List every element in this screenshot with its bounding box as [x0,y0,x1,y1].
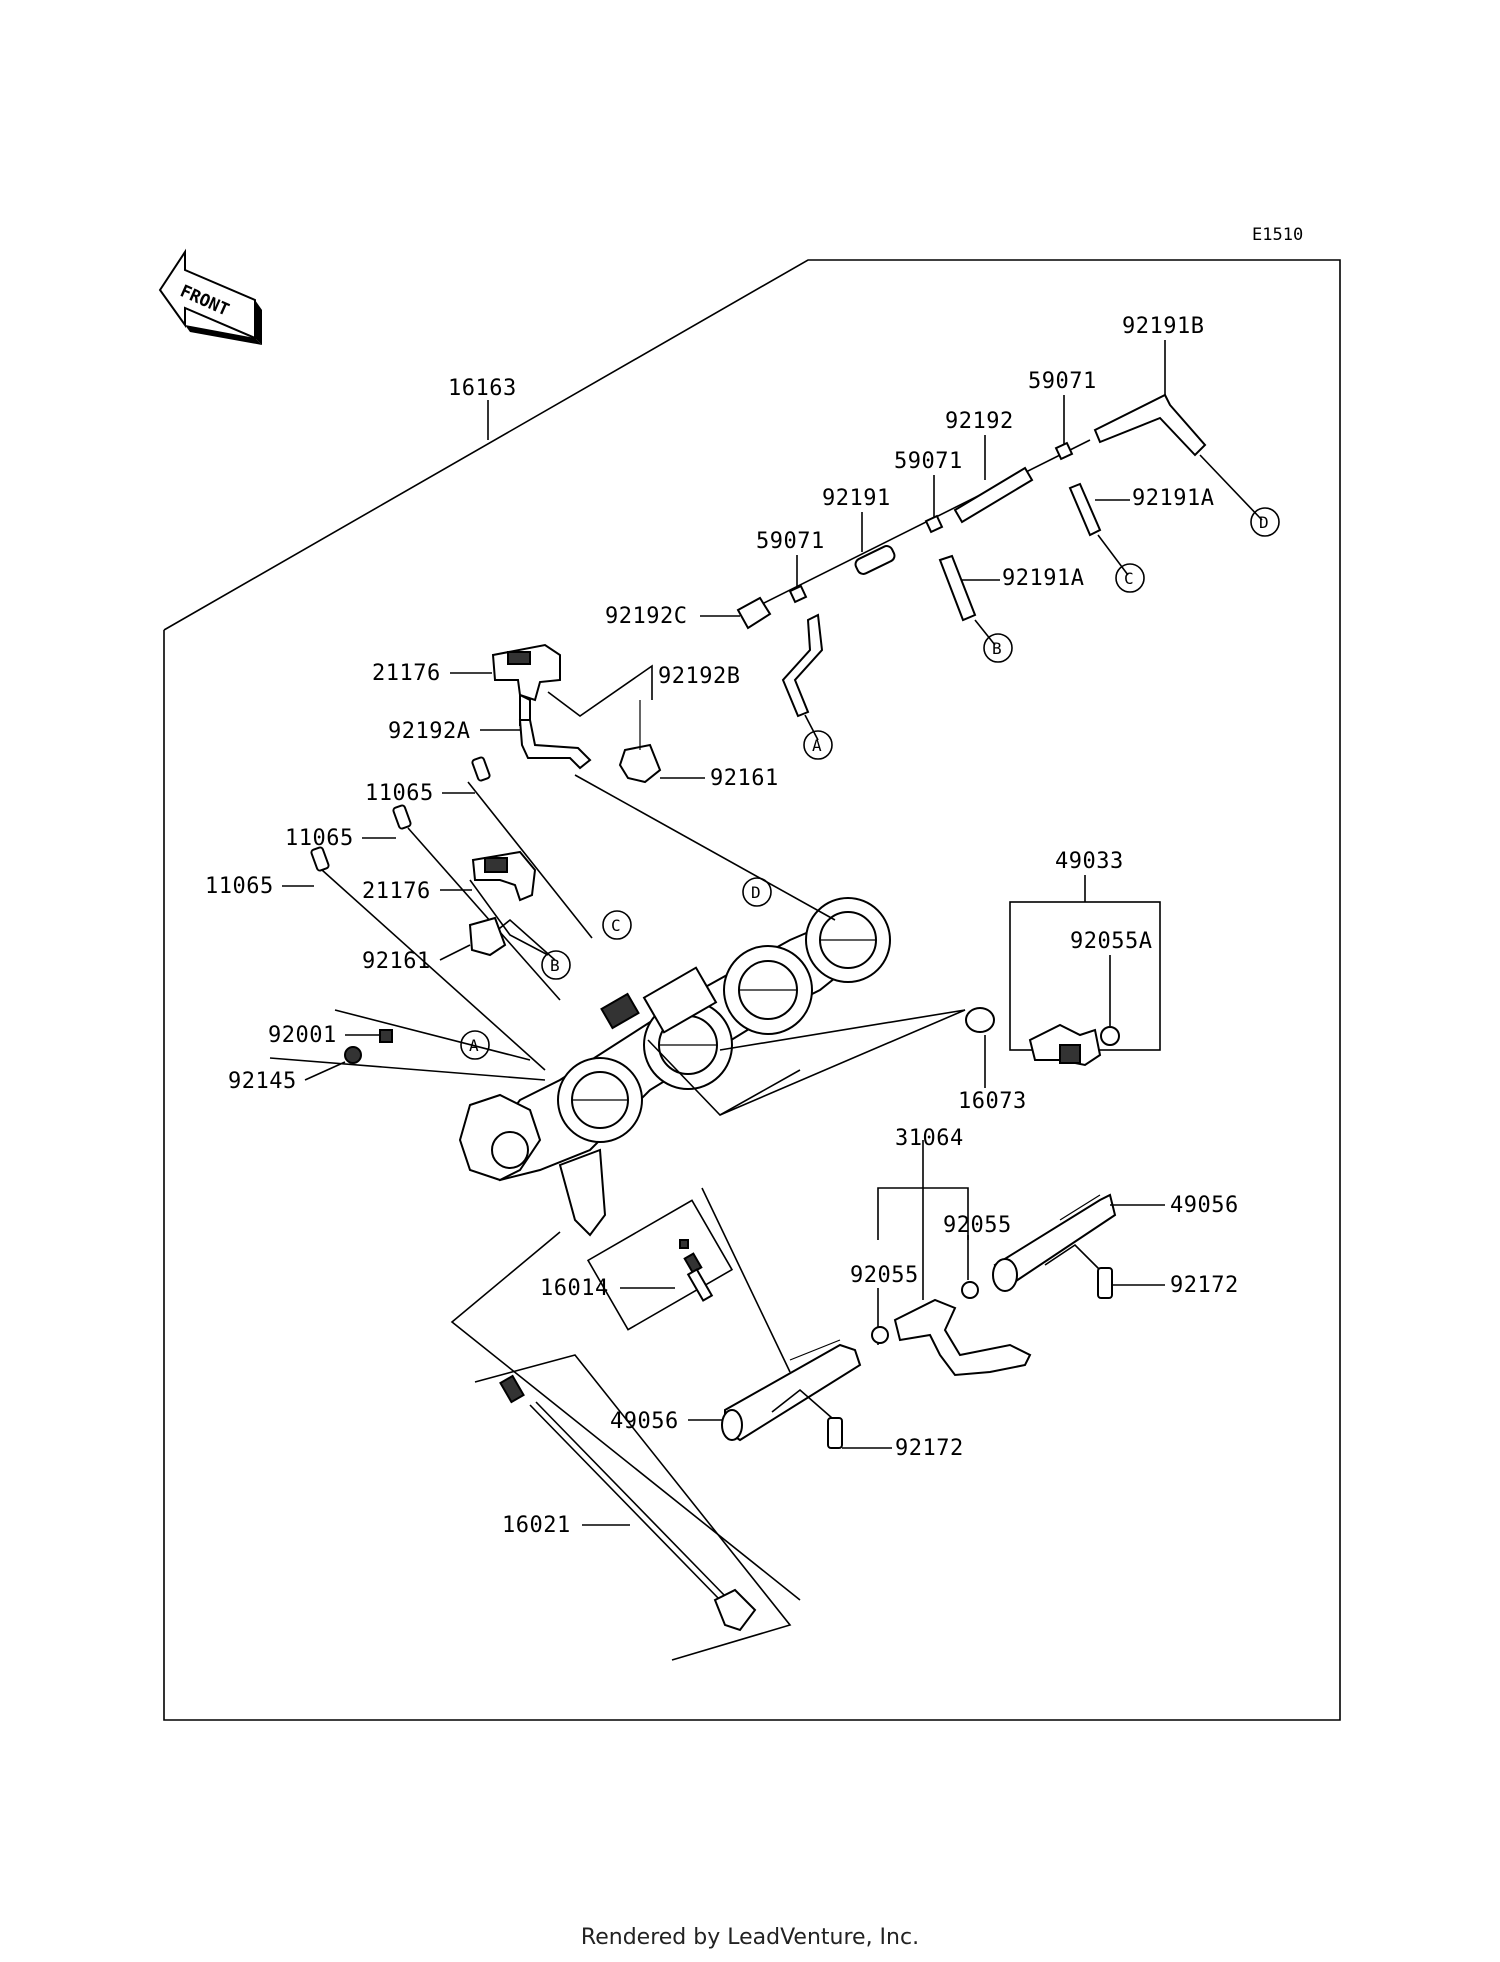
hose-92192A [518,719,592,770]
label-21176-top: 21176 [372,661,441,686]
label-92172-right: 92172 [1170,1273,1239,1298]
label-59071-mid: 59071 [894,449,963,474]
label-16163: 16163 [448,376,517,401]
joint-92161-top [618,743,662,784]
screw-92172-left [827,1417,843,1449]
label-16021: 16021 [502,1513,571,1538]
leader-16073 [719,1009,966,1116]
label-92192B: 92192B [658,664,740,689]
callout-C-top: C [1115,563,1145,593]
leader-11065-c [321,869,546,1071]
leader-16021-top [450,1231,801,1601]
joint-92161-mid [468,916,507,957]
label-92161-mid: 92161 [362,949,431,974]
label-92055A: 92055A [1070,929,1152,954]
label-59071-low: 59071 [756,529,825,554]
jet-11065-c [310,846,330,872]
sensor-21176-top [491,643,561,726]
svg-text:C: C [611,916,621,935]
leader-21176-mid [469,879,549,956]
leader-16014-top [647,1039,801,1117]
label-59071-top: 59071 [1028,369,1097,394]
diagram-code: E1510 [1252,225,1303,245]
jet-11065-b [392,804,412,830]
svg-text:A: A [469,1036,479,1055]
leader-92145-b [334,1009,531,1061]
callout-C-body: C [602,910,632,940]
fuel-rail-49056-right [992,1193,1117,1292]
label-11065-a: 11065 [365,781,434,806]
bolt-92001 [379,1029,393,1043]
label-92001: 92001 [268,1023,337,1048]
label-21176-mid: 21176 [362,879,431,904]
nut-92145 [344,1046,362,1064]
footer-credit: Rendered by LeadVenture, Inc. [580,1925,920,1950]
callout-A-body: A [460,1030,490,1060]
injector-49033 [1028,1023,1120,1067]
label-92191A-right: 92191A [1132,486,1214,511]
callout-B-top: B [983,633,1013,663]
vacuum-hose-assembly [736,393,1263,741]
front-arrow-icon: FRONT [158,248,262,345]
svg-text:D: D [1259,513,1269,532]
jet-11065-a [471,756,491,782]
svg-text:B: B [550,956,560,975]
label-92191A-mid: 92191A [1002,566,1084,591]
label-92192C: 92192C [605,604,687,629]
assembly-boundary [163,259,1341,1721]
label-49033: 49033 [1055,849,1124,874]
label-92192: 92192 [945,409,1014,434]
leader-rail-left [701,1187,791,1373]
cable-box-16021 [474,1354,792,1661]
callout-D-top: D [1250,507,1280,537]
leader-92145-a [269,1057,546,1081]
callout-B-body: B [541,950,571,980]
callout-D-body: D [742,877,772,907]
svg-text:D: D [751,883,761,902]
svg-text:B: B [992,639,1002,658]
label-49056-right: 49056 [1170,1193,1239,1218]
leader-92161-top [574,774,836,921]
callout-A-top: A [803,730,833,760]
leader-92055-group [877,1187,969,1240]
fuel-pipe-31064 [871,1281,1032,1377]
label-92161-top: 92161 [710,766,779,791]
idle-screw-16014 [679,1239,714,1302]
leader-92192B [547,664,653,717]
label-31064: 31064 [895,1126,964,1151]
screw-box-16014 [586,1199,734,1331]
label-92055-right: 92055 [943,1213,1012,1238]
screw-92172-right [1097,1267,1113,1299]
cable-16021 [499,1374,757,1632]
label-16014: 16014 [540,1276,609,1301]
label-92055-left: 92055 [850,1263,919,1288]
label-49056-left: 49056 [610,1409,679,1434]
label-92172-left: 92172 [895,1436,964,1461]
throttle-body-assembly [458,897,891,1237]
label-92192A: 92192A [388,719,470,744]
label-11065-b: 11065 [285,826,354,851]
fuel-rail-49056-left [721,1339,862,1442]
label-16073: 16073 [958,1089,1027,1114]
svg-text:A: A [812,736,822,755]
leader-11065-b [407,827,561,1001]
label-92191B: 92191B [1122,314,1204,339]
label-92145: 92145 [228,1069,297,1094]
label-11065-c: 11065 [205,874,274,899]
leader-11065-a [467,781,593,939]
svg-text:C: C [1124,569,1134,588]
injector-box-49033 [1009,901,1161,1051]
label-92191: 92191 [822,486,891,511]
seal-16073 [965,1007,995,1033]
